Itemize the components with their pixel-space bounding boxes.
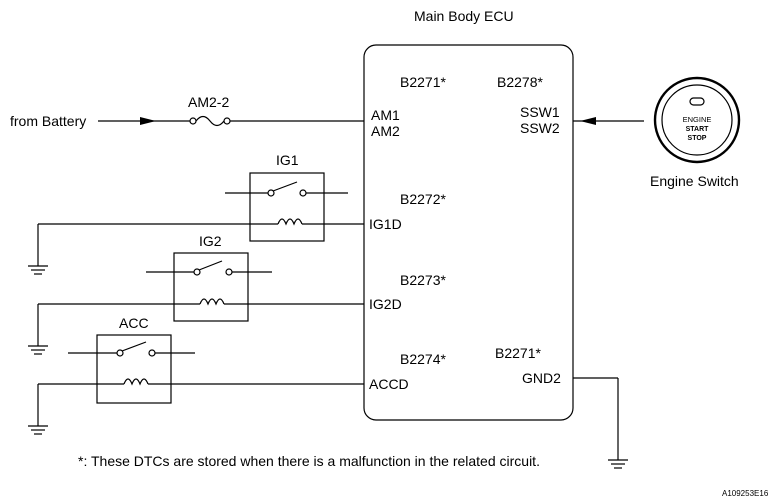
engine-switch-text-stop: STOP (688, 135, 707, 142)
pin-ssw1: SSW1 (520, 104, 560, 120)
fuse-icon (195, 115, 225, 127)
fuse-terminal-left (189, 117, 197, 125)
ig1-relay-box (249, 172, 325, 242)
ig2-relay-box (173, 252, 249, 322)
pin-gnd2: GND2 (522, 370, 561, 386)
engine-switch-text-engine: ENGINE (683, 115, 712, 124)
engine-switch-icon: ENGINE START STOP (653, 76, 741, 164)
pin-accd: ACCD (369, 376, 409, 392)
dtc-b2273: B2273* (400, 272, 446, 288)
acc-relay: ACC (68, 315, 364, 404)
ecu-title: Main Body ECU (414, 8, 514, 24)
dtc-b2271-top: B2271* (400, 74, 446, 90)
switch-arrow-icon (580, 117, 596, 125)
ig1-relay: IG1 (225, 152, 364, 242)
engine-switch-label: Engine Switch (650, 173, 739, 189)
dtc-b2272: B2272* (400, 191, 446, 207)
dtc-b2274: B2274* (400, 351, 446, 367)
pin-ssw2: SSW2 (520, 120, 560, 136)
ig2-relay: IG2 (146, 233, 364, 322)
ig2-coil-icon (199, 298, 225, 306)
ground-icon-ig1 (28, 265, 48, 275)
fuse-label: AM2-2 (188, 94, 229, 110)
figure-id: A109253E16 (722, 489, 769, 498)
dtc-b2271-bottom: B2271* (495, 345, 541, 361)
acc-coil-icon (123, 378, 149, 386)
pin-am1: AM1 (371, 107, 400, 123)
pin-am2: AM2 (371, 123, 400, 139)
pin-ig1d: IG1D (369, 216, 402, 232)
dtc-b2278: B2278* (497, 74, 543, 90)
ig1-label: IG1 (276, 152, 299, 168)
fuse-terminal-right (223, 117, 231, 125)
engine-switch-text-start: START (686, 126, 710, 133)
ig1-coil-icon (277, 218, 303, 226)
ig2-label: IG2 (199, 233, 222, 249)
pin-ig2d: IG2D (369, 296, 402, 312)
acc-relay-box (96, 334, 172, 404)
from-battery-label: from Battery (10, 113, 86, 129)
ground-icon-gnd2 (608, 459, 628, 469)
battery-arrow-icon (140, 117, 156, 125)
footnote: *: These DTCs are stored when there is a… (78, 453, 540, 469)
ground-icon-acc (28, 425, 48, 435)
main-body-ecu-box (363, 44, 574, 421)
acc-label: ACC (119, 315, 149, 331)
ground-icon-ig2 (28, 345, 48, 355)
